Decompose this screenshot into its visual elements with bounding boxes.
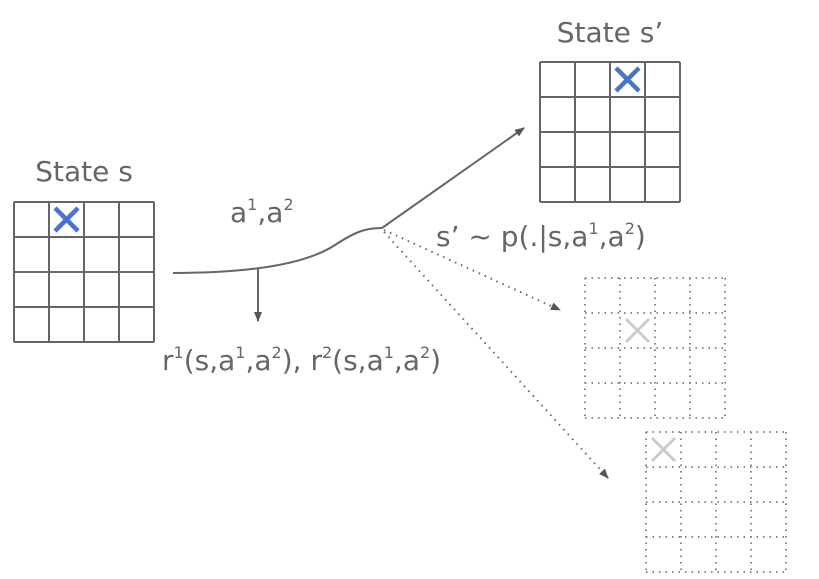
state-s-grid — [13, 201, 155, 343]
agent-marker-x-icon — [624, 317, 651, 344]
agent-marker-x-icon — [614, 66, 641, 93]
action-curve — [172, 227, 383, 274]
state-s-prime-grid — [539, 61, 681, 203]
transition-label: s’ ~ p(.|s,a1,a2) — [436, 219, 646, 253]
arrow-to-s-prime — [381, 127, 525, 229]
alt-next-state-grid-1 — [584, 277, 726, 419]
agent-marker-x-icon — [53, 206, 80, 233]
state-s-prime-label: State s’ — [557, 16, 664, 49]
alt-next-state-grid-2 — [645, 431, 787, 573]
state-s-label: State s — [35, 155, 133, 188]
actions-label: a1,a2 — [230, 195, 294, 229]
rewards-label: r1(s,a1,a2), r2(s,a1,a2) — [162, 343, 441, 377]
agent-marker-x-icon — [650, 436, 677, 463]
